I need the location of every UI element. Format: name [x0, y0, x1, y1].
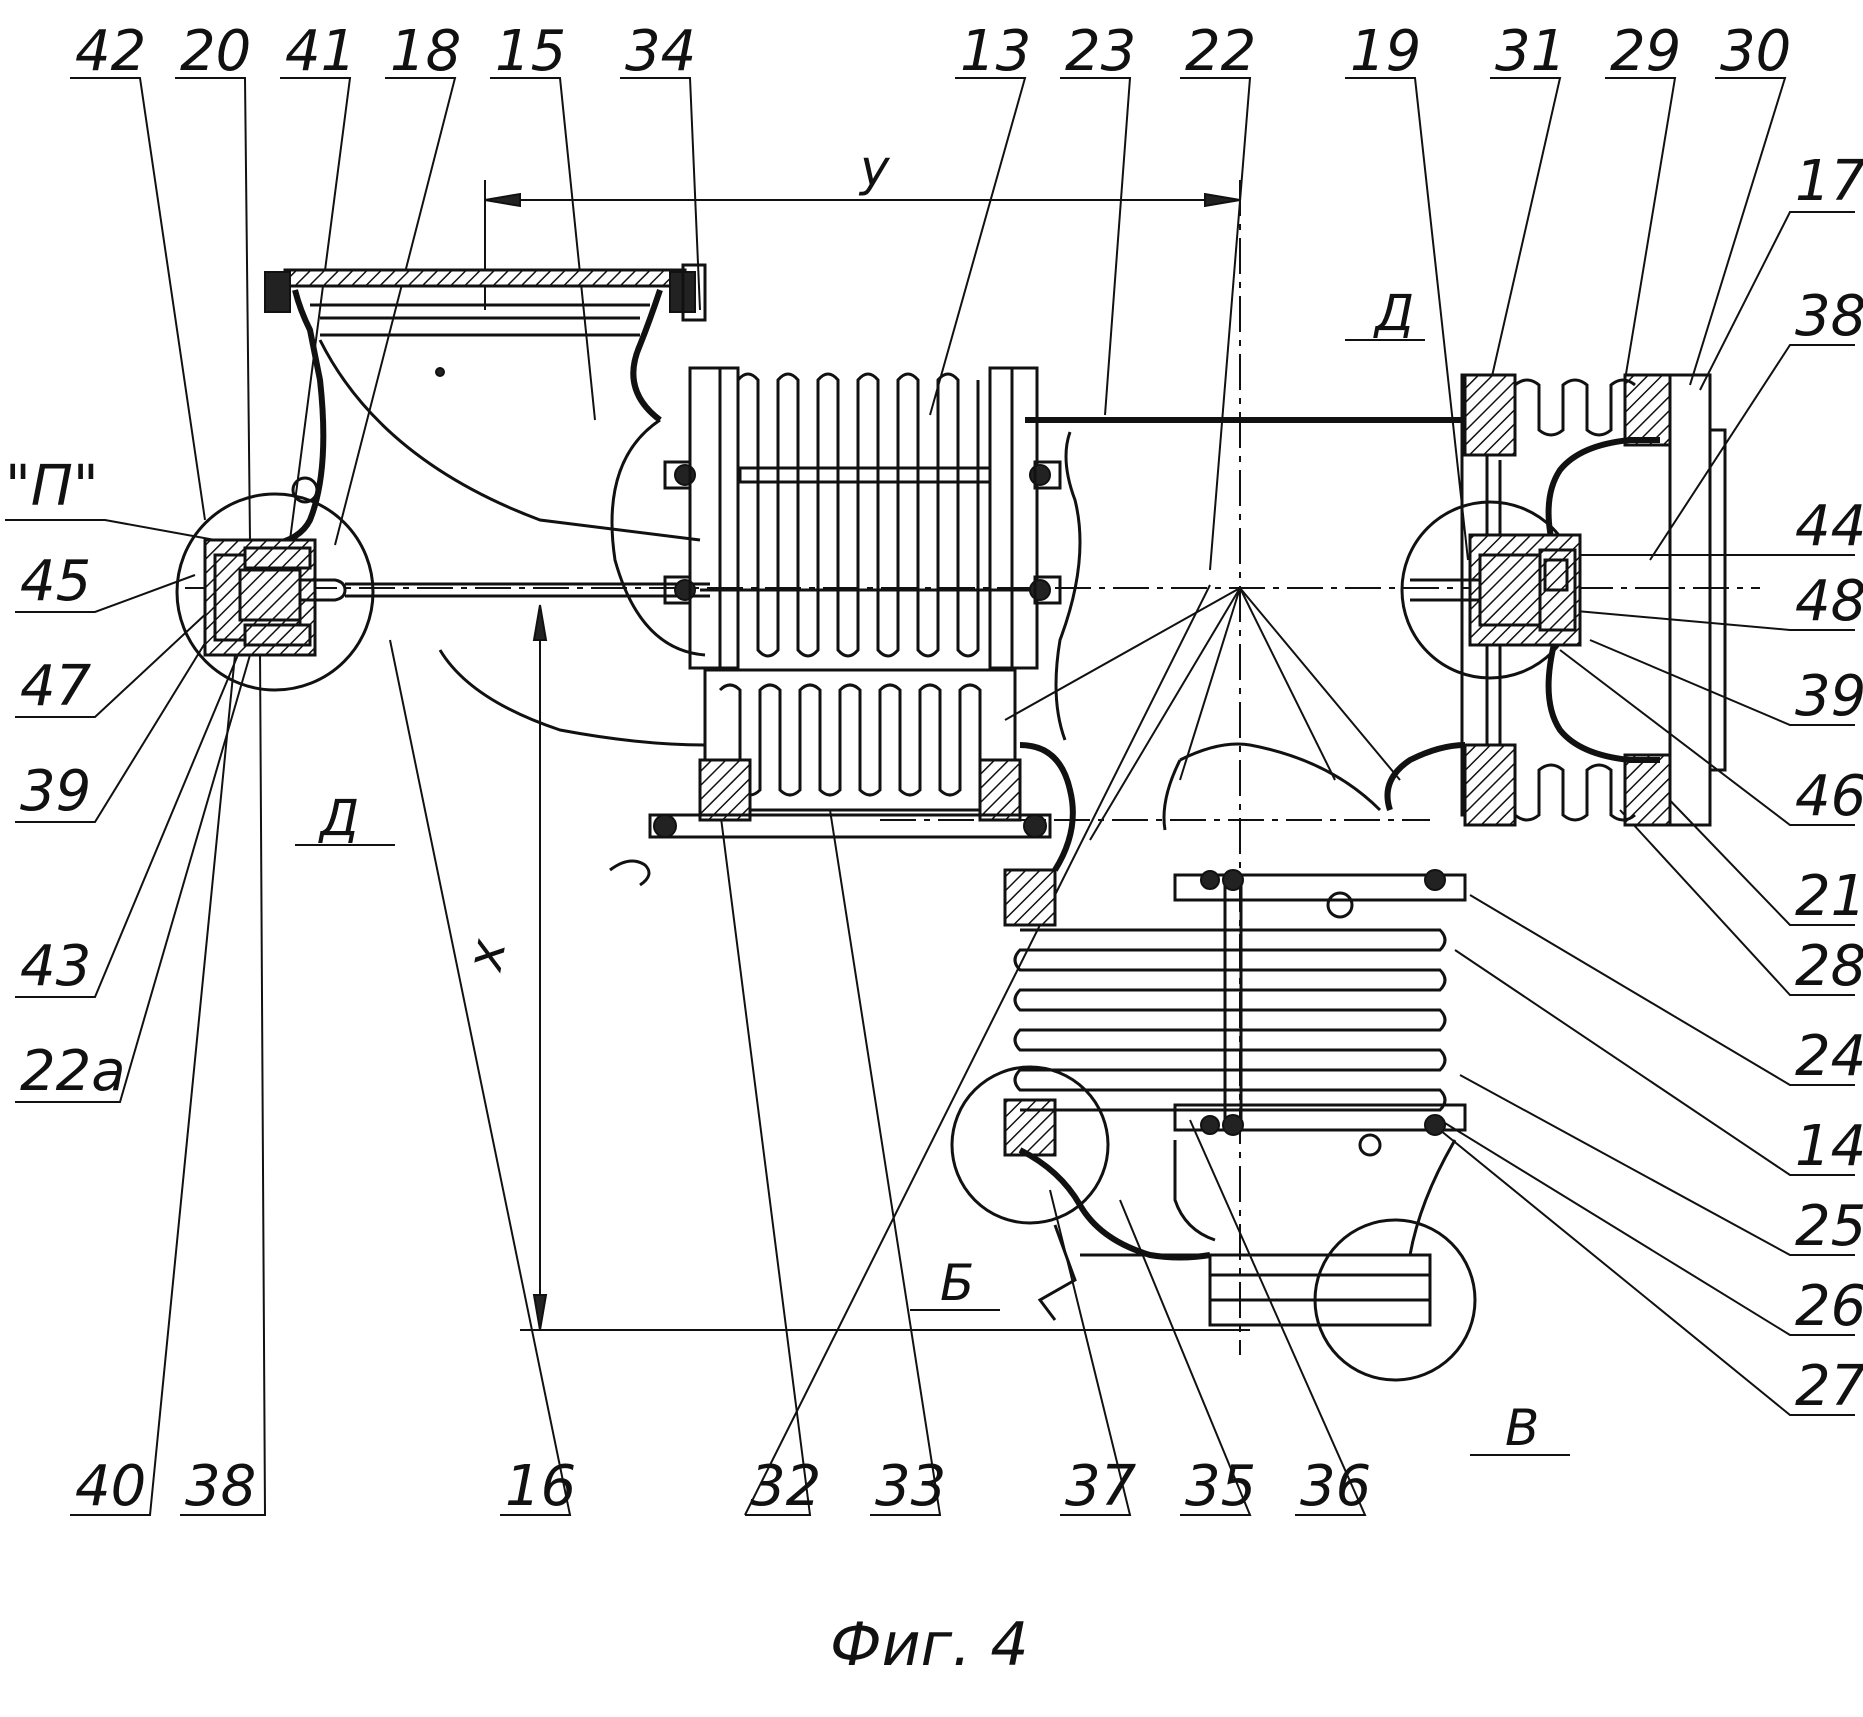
callout-46: 46: [1795, 764, 1863, 829]
top-callouts: 42 20 41 18 15 34 13 23 22 19 31 29 30: [75, 19, 1791, 84]
bellows-convolutions-upper: [736, 372, 980, 658]
section-rays: [1004, 587, 1401, 841]
callout-24: 24: [1795, 1024, 1863, 1089]
lower-right-bellows: [1003, 868, 1467, 1256]
callout-47: 47: [20, 654, 92, 719]
callout-37: 37: [1065, 1454, 1137, 1519]
callout-31: 31: [1495, 19, 1566, 84]
view-letter-v: В: [1505, 1399, 1539, 1457]
detail-p-circle: [175, 492, 375, 692]
dimension-y: у: [484, 139, 1241, 310]
callout-44: 44: [1795, 494, 1863, 559]
callout-26: 26: [1795, 1274, 1863, 1339]
callout-40: 40: [75, 1454, 146, 1519]
detail-v-circle: [1313, 1218, 1477, 1382]
callout-p-view: "П": [5, 454, 99, 519]
callout-36: 36: [1300, 1454, 1371, 1519]
callout-38-right: 38: [1795, 284, 1863, 349]
callout-33: 33: [875, 1454, 946, 1519]
callout-32: 32: [750, 1454, 821, 1519]
lower-center-bellows: [609, 668, 1052, 887]
callout-34: 34: [625, 19, 696, 84]
main-tee-body: [1019, 417, 1466, 872]
callout-23: 23: [1065, 19, 1136, 84]
top-leader-lines: [70, 77, 1787, 571]
left-callouts: "П" 45 47 39 43 22а: [5, 454, 126, 1104]
callout-38-bottom: 38: [185, 1454, 256, 1519]
callout-39-left: 39: [20, 759, 91, 824]
callout-42: 42: [75, 19, 146, 84]
upper-center-bellows: [663, 366, 1062, 670]
callout-27: 27: [1795, 1354, 1863, 1419]
bottom-leader-lines: [70, 584, 1367, 1516]
view-letter-d-bottom: Д: [318, 789, 359, 847]
callout-25: 25: [1795, 1194, 1863, 1259]
callout-43: 43: [20, 934, 91, 999]
callout-14: 14: [1795, 1114, 1863, 1179]
callout-17: 17: [1795, 149, 1863, 214]
callout-18: 18: [390, 19, 461, 84]
callout-13: 13: [960, 19, 1031, 84]
left-leader-lines: [5, 519, 251, 1103]
callout-22a: 22а: [20, 1039, 126, 1104]
bottom-pipe-outlet: [1018, 1147, 1432, 1327]
callout-22: 22: [1185, 19, 1256, 84]
upper-left-elbow: [264, 263, 707, 747]
figure-caption: Фиг. 4: [830, 1610, 1029, 1680]
right-leader-lines: [1439, 211, 1855, 1416]
callout-30: 30: [1720, 19, 1791, 84]
callout-48: 48: [1795, 569, 1863, 634]
view-letters: Д Д Б В: [295, 284, 1570, 1457]
dimension-x-label: х: [455, 935, 518, 977]
dimension-y-label: у: [858, 139, 891, 197]
callout-29: 29: [1610, 19, 1681, 84]
view-letter-d-top: Д: [1373, 284, 1414, 342]
detail-b-circle: [950, 1065, 1110, 1225]
right-hinge-detail: [1400, 500, 1582, 680]
left-hinge-detail: [175, 492, 710, 692]
callout-35: 35: [1185, 1454, 1256, 1519]
callout-28: 28: [1795, 934, 1863, 999]
callout-20: 20: [180, 19, 251, 84]
callout-41: 41: [285, 19, 356, 84]
callout-39-right: 39: [1795, 664, 1863, 729]
callout-45: 45: [20, 549, 91, 614]
callout-15: 15: [495, 19, 566, 84]
view-letter-b: Б: [940, 1254, 974, 1312]
right-callouts: 17 38 44 48 39 46 21 28 24 14 25 26 27: [1795, 149, 1863, 1419]
callout-21: 21: [1795, 864, 1863, 929]
callout-19: 19: [1350, 19, 1421, 84]
bottom-callouts: 40 38 16 32 33 37 35 36: [75, 1454, 1371, 1519]
dimension-x: х: [455, 604, 1250, 1331]
top-flange: [283, 268, 687, 288]
callout-16: 16: [505, 1454, 576, 1519]
